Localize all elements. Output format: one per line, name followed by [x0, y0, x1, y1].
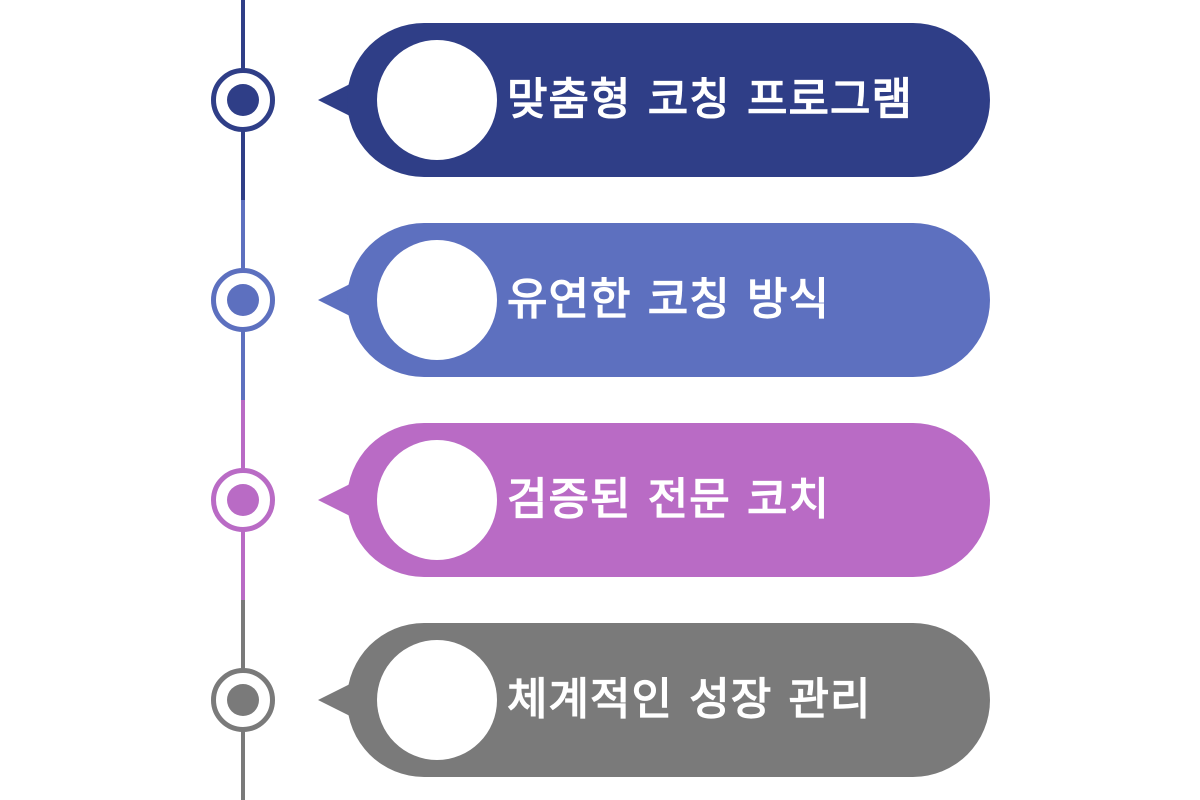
- timeline-node-3: [211, 468, 275, 532]
- node-dot-icon: [227, 284, 259, 316]
- blank-circle-icon: [377, 640, 497, 760]
- blank-circle-icon: [377, 40, 497, 160]
- blank-circle-icon: [377, 440, 497, 560]
- timeline-node-4: [211, 668, 275, 732]
- node-dot-icon: [227, 84, 259, 116]
- callout-label-4: 체계적인 성장 관리: [507, 674, 872, 725]
- node-dot-icon: [227, 684, 259, 716]
- timeline-node-2: [211, 268, 275, 332]
- blank-circle-icon: [377, 240, 497, 360]
- callout-pill-4: 체계적인 성장 관리: [347, 623, 990, 777]
- callout-label-3: 검증된 전문 코치: [507, 474, 830, 525]
- callout-pill-2: 유연한 코칭 방식: [347, 223, 990, 377]
- callout-label-2: 유연한 코칭 방식: [507, 274, 830, 325]
- node-dot-icon: [227, 484, 259, 516]
- timeline-node-1: [211, 68, 275, 132]
- callout-pill-1: 맞춤형 코칭 프로그램: [347, 23, 990, 177]
- callout-pill-3: 검증된 전문 코치: [347, 423, 990, 577]
- callout-label-1: 맞춤형 코칭 프로그램: [507, 74, 913, 125]
